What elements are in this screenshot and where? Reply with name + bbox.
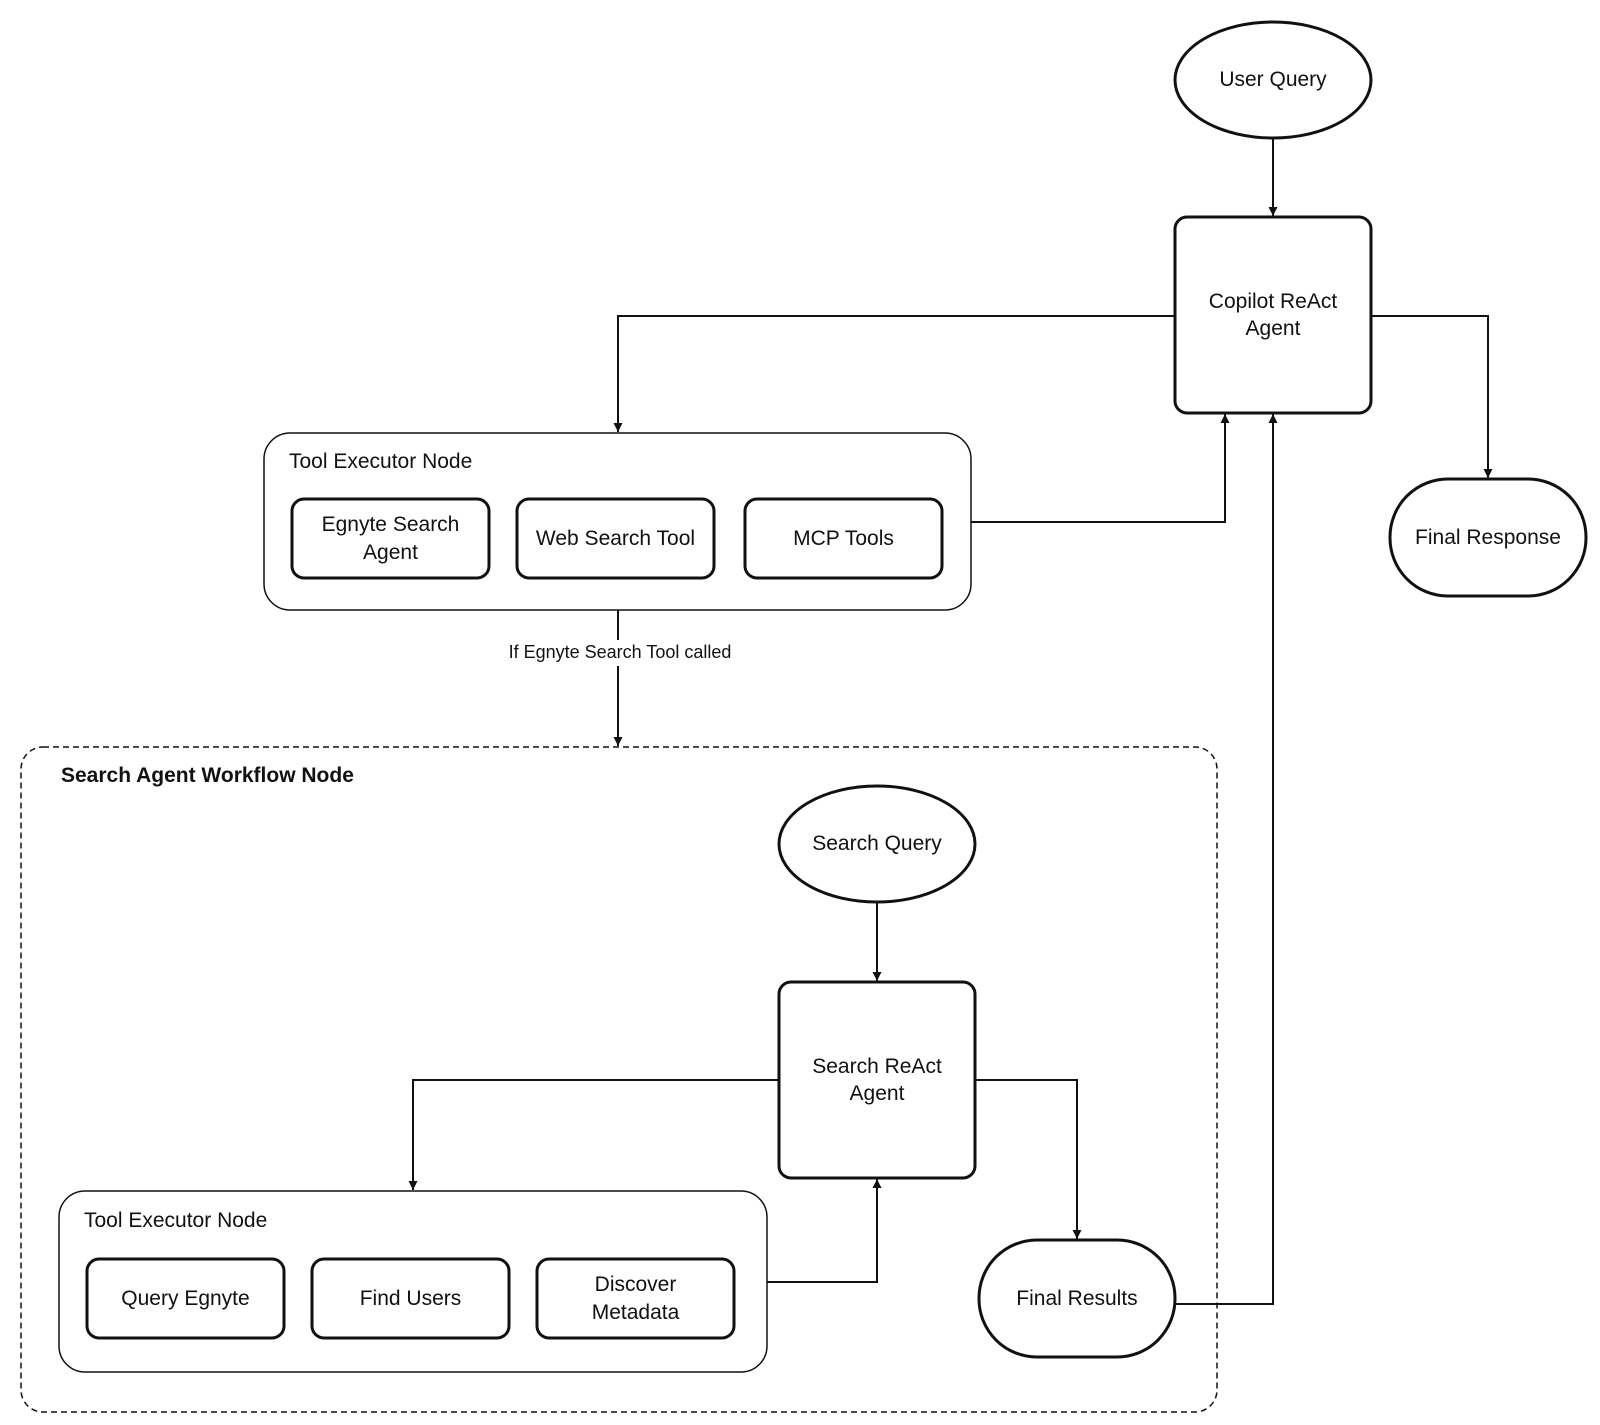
tool-mcp-tools	[743, 497, 944, 580]
edge-copilot-to-tool-executor	[613, 315, 1175, 432]
edge-searchagent-to-final-results	[975, 1079, 1082, 1239]
final-response-node	[1388, 477, 1588, 598]
tool-egnyte-search-agent-label: Egnyte Search Agent	[321, 513, 460, 564]
edge-tool-executor-to-copilot	[971, 414, 1230, 523]
tool-egnyte-search-agent	[290, 497, 491, 580]
search-query-label: Search Query	[812, 832, 942, 856]
tool-discover-metadata-label: Discover Metadata	[591, 1273, 680, 1324]
tool-mcp-tools-label: MCP Tools	[793, 526, 894, 550]
edge-condition-label: If Egnyte Search Tool called	[468, 640, 772, 666]
inner-tool-executor-title: Tool Executor Node	[84, 1209, 268, 1233]
edge-inner-tool-executor-to-searchagent	[767, 1179, 882, 1283]
tool-query-egnyte-label: Query Egnyte	[121, 1286, 250, 1310]
tool-query-egnyte	[85, 1257, 286, 1340]
search-workflow-container	[20, 746, 1218, 1413]
final-results-label: Final Results	[1016, 1286, 1138, 1310]
final-response-label: Final Response	[1415, 525, 1561, 549]
user-query-label: User Query	[1219, 68, 1327, 92]
tool-find-users-label: Find Users	[359, 1286, 462, 1310]
tool-web-search	[515, 497, 716, 580]
search-workflow-title: Search Agent Workflow Node	[61, 764, 354, 788]
copilot-agent-label: Copilot ReAct Agent	[1208, 289, 1338, 340]
edge-searchagent-to-inner-tool-executor	[408, 1079, 779, 1190]
edge-copilot-to-final-response	[1371, 315, 1493, 478]
edge-final-results-to-copilot	[1175, 414, 1278, 1305]
search-agent-label: Search ReAct Agent	[812, 1054, 942, 1105]
outer-tool-executor-title: Tool Executor Node	[289, 450, 473, 474]
tool-web-search-label: Web Search Tool	[535, 526, 696, 550]
final-results-node	[977, 1238, 1177, 1359]
tool-discover-metadata	[535, 1257, 736, 1340]
tool-find-users	[310, 1257, 511, 1340]
